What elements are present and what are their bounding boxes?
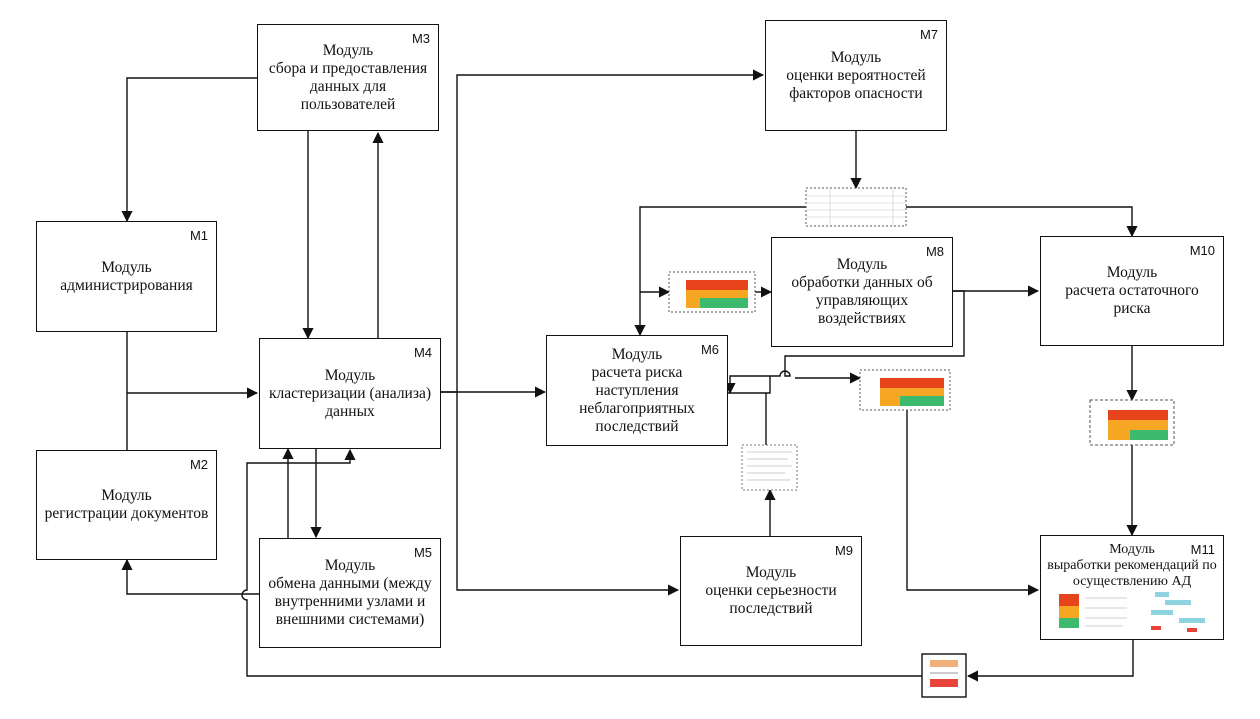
arrow-doc-m4 [241,448,922,677]
module-code: М5 [413,545,432,560]
module-label: Модуль сбора и предоставления данных для… [268,41,428,113]
module-m7[interactable]: М7 Модуль оценки вероятностей факторов о… [765,20,947,131]
module-label: Модуль обмена данными (между внутренними… [268,557,432,628]
arrow-m8-m6 [724,290,965,395]
module-m11[interactable]: М11 Модуль выработки рекомендаций по осу… [1040,535,1224,640]
risk-heatmap-2 [859,369,951,411]
module-label: Модуль оценки вероятностей факторов опас… [786,48,926,102]
module-m4[interactable]: М4 Модуль кластеризации (анализа) данных [259,338,441,449]
module-label: Модуль обработки данных об управляющих в… [791,256,933,327]
probability-table-thumbnail [805,187,907,227]
module-code: М11 [1190,542,1215,557]
module-code: М2 [189,457,208,472]
severity-document-thumbnail [741,444,798,491]
module-code: М1 [189,228,208,243]
module-code: М3 [411,31,430,46]
module-code: М7 [919,27,938,42]
module-m9[interactable]: М9 Модуль оценки серьезности последствий [680,536,862,646]
module-label: Модуль администрирования [60,258,193,294]
module-m2[interactable]: М2 Модуль регистрации документов [36,450,217,560]
module-code: М4 [413,345,432,360]
arrow-m5-m2 [121,558,259,595]
arrow-m6-heat2 [728,376,771,394]
module-label: Модуль кластеризации (анализа) данных [268,366,432,420]
module-m1[interactable]: М1 Модуль администрирования [36,221,217,332]
module-label: Модуль выработки рекомендаций по осущест… [1047,542,1217,589]
module-m6[interactable]: М6 Модуль расчета риска наступления небл… [546,335,728,446]
arrow-table-m10 [906,206,1138,238]
module-code: М10 [1189,243,1215,258]
risk-heatmap-1 [668,271,756,313]
risk-heatmap-3 [1089,399,1175,446]
module-label: Модуль оценки серьезности последствий [705,564,837,617]
arrow-m4-m9 [456,392,680,596]
arrow-m4-m7 [441,69,765,393]
module-m10[interactable]: М10 Модуль расчета остаточного риска [1040,236,1224,346]
arrow-m11-doc [966,640,1134,682]
module-label: Модуль расчета риска наступления неблаго… [579,345,695,435]
module-code: М8 [925,244,944,259]
recommendation-preview [1059,592,1205,632]
module-label: Модуль расчета остаточного риска [1065,264,1199,317]
module-code: М6 [700,342,719,357]
module-code: М9 [834,543,853,558]
arrow-m3-m1 [121,77,257,223]
module-m3[interactable]: М3 Модуль сбора и предоставления данных … [257,24,439,131]
module-label: Модуль регистрации документов [44,487,209,522]
arrow-heat2-m11 [906,410,1040,596]
module-m8[interactable]: М8 Модуль обработки данных об управляющи… [771,237,953,347]
module-m5[interactable]: М5 Модуль обмена данными (между внутренн… [259,538,441,648]
recommendation-doc-icon [921,653,967,698]
